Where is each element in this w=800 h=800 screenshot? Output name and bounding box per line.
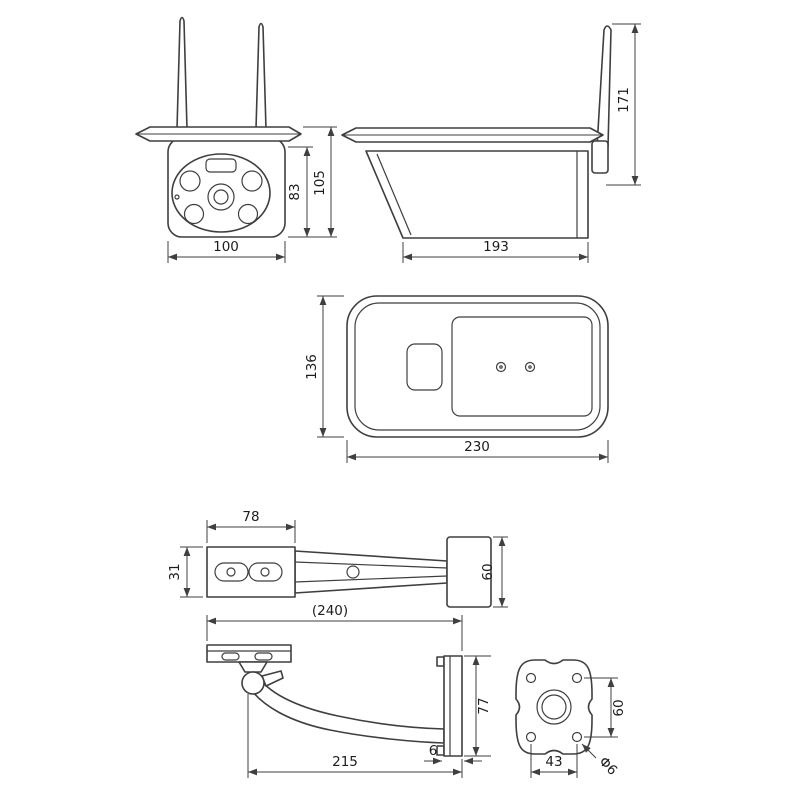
led-bottom-right xyxy=(237,203,259,225)
dim-label-wall-plate-thickness: 6 xyxy=(429,743,438,759)
dim-wall-plate-thickness: 6 xyxy=(424,743,482,765)
arm-hole xyxy=(346,565,360,579)
dim-antenna-length: 171 xyxy=(606,23,641,186)
lock-lever xyxy=(261,670,284,687)
dim-front-body-height: 83 xyxy=(287,146,313,237)
dim-label-hole-pitch-height: 60 xyxy=(611,699,627,716)
dim-label-hole-pitch-width: 43 xyxy=(545,754,562,770)
panel-outline-inner xyxy=(354,302,601,431)
lens-inner xyxy=(213,189,229,205)
screw-boss-left-center xyxy=(499,365,503,369)
dim-plate-depth: 31 xyxy=(167,546,203,598)
mount-tab-bottom xyxy=(436,745,445,756)
dim-plate-width: 78 xyxy=(206,509,296,543)
bracket-top-view: 78 31 60 xyxy=(167,509,508,608)
leader-line xyxy=(581,743,597,759)
dim-base-height: 60 xyxy=(480,536,508,608)
wall-plate-side xyxy=(443,655,463,757)
led-bottom-left xyxy=(183,203,205,225)
antenna-side xyxy=(596,25,612,148)
dim-body-length: 193 xyxy=(402,239,589,263)
dim-label-wall-plate-height: 77 xyxy=(476,697,492,714)
dim-front-overall-height: 105 xyxy=(288,126,337,238)
front-view: 83 105 100 xyxy=(135,16,337,263)
dim-label-body-length: 193 xyxy=(483,239,509,255)
dim-label-panel-depth: 136 xyxy=(304,354,320,380)
dim-label-overall-height: 105 xyxy=(312,170,328,196)
dim-label-antenna-length: 171 xyxy=(616,87,632,113)
dim-label-body-height: 83 xyxy=(287,183,303,200)
screw-boss-left xyxy=(495,361,507,373)
dim-front-width: 100 xyxy=(167,239,286,263)
bracket-side-view: (240) 77 215 6 xyxy=(206,603,492,778)
arm-taper-line xyxy=(294,561,448,569)
dim-label-plate-width: 78 xyxy=(242,509,259,525)
center-boss-outer xyxy=(536,689,572,725)
top-view: 136 230 xyxy=(304,295,609,463)
dim-label-hole-diameter: Φ6 xyxy=(595,754,620,779)
screw-hole-bottom-right xyxy=(571,731,583,743)
camera-mount-plate-top xyxy=(206,546,296,598)
plate-slot-right xyxy=(254,652,273,661)
antenna-right xyxy=(255,22,267,130)
bracket-arm-side xyxy=(248,678,445,744)
sensor-window xyxy=(205,158,237,173)
led-top-right xyxy=(241,170,263,192)
dim-panel-width: 230 xyxy=(346,439,609,463)
center-boss-inner xyxy=(541,694,567,720)
microphone-hole xyxy=(174,194,180,200)
antenna-hinge xyxy=(591,140,609,174)
mount-slot-left xyxy=(214,562,249,582)
slot-hole-right xyxy=(260,567,270,577)
dim-label-front-width: 100 xyxy=(213,239,239,255)
solar-cell-area xyxy=(451,316,593,417)
mount-tab-top xyxy=(436,656,445,667)
antenna-left xyxy=(176,16,188,130)
dim-hole-pitch-width: 43 xyxy=(530,744,578,778)
screw-hole-top-right xyxy=(571,672,583,684)
lens-outer xyxy=(207,183,235,211)
slot-hole-left xyxy=(226,567,236,577)
dim-arm-length: 215 xyxy=(247,694,463,778)
dim-hole-pitch-height: 60 xyxy=(584,677,627,738)
dim-label-plate-depth: 31 xyxy=(167,563,183,580)
wall-plate-face-view: 60 43 Φ6 xyxy=(515,659,627,779)
arm-taper-line xyxy=(294,575,448,583)
screw-hole-bottom-left xyxy=(525,731,537,743)
dim-hole-diameter: Φ6 xyxy=(581,743,620,779)
wall-base-block xyxy=(446,536,492,608)
camera-head-top xyxy=(406,343,443,391)
dim-label-overall-length: (240) xyxy=(312,603,348,619)
mount-slot-right xyxy=(248,562,283,582)
camera-body-side xyxy=(365,150,589,239)
screw-boss-right-center xyxy=(528,365,532,369)
led-top-left xyxy=(179,170,201,192)
dim-label-panel-width: 230 xyxy=(464,439,490,455)
front-bezel-line xyxy=(376,153,412,236)
panel-outline-outer xyxy=(346,295,609,438)
screw-hole-top-left xyxy=(525,672,537,684)
side-view: 171 193 xyxy=(341,23,641,263)
dim-label-base-height: 60 xyxy=(480,563,496,580)
ball-joint xyxy=(241,671,265,695)
plate-slot-left xyxy=(221,652,240,661)
screw-boss-right xyxy=(524,361,536,373)
wall-plate-outline xyxy=(515,659,593,755)
dim-panel-depth: 136 xyxy=(304,295,344,438)
camera-plate-side xyxy=(206,644,292,663)
dim-label-arm-length: 215 xyxy=(332,754,358,770)
dim-overall-length: (240) xyxy=(206,603,463,651)
dim-wall-plate-height: 77 xyxy=(464,655,492,757)
bracket-arm-top xyxy=(294,550,448,594)
joint-neck xyxy=(238,661,268,673)
